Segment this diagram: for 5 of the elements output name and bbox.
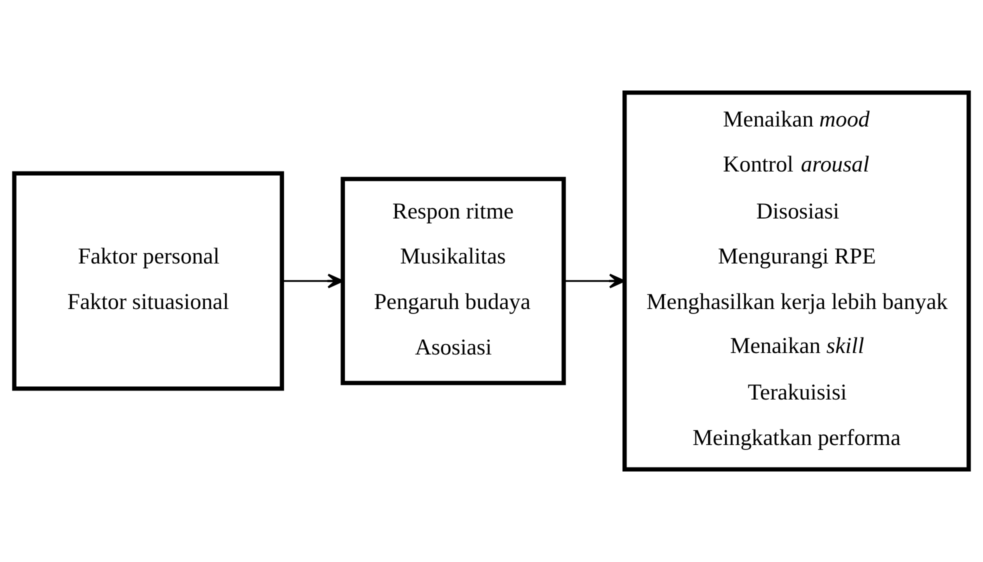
arrow — [564, 274, 625, 288]
node-box: Menaikan mood Kontrol arousal Disosiasi Mengurangi RPE Menghasilkan kerja lebih banyak Menaikan skill Terakuisisi Meingkatkan performa — [622, 90, 971, 472]
arrow — [282, 274, 344, 288]
node-box: Faktor personal Faktor situasional — [12, 171, 284, 391]
node-box: Respon ritme Musikalitas Pengaruh budaya Asosiasi — [340, 176, 566, 386]
